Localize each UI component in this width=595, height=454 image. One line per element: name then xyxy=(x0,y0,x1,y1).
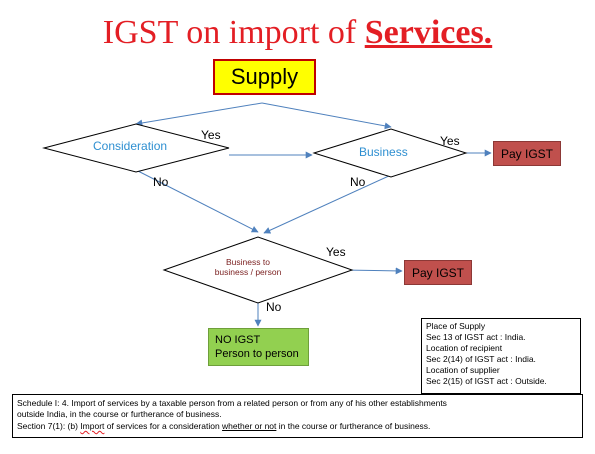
no-igst-line2: Person to person xyxy=(215,348,299,361)
schedule-line2: outside India, in the course or furthera… xyxy=(17,409,222,420)
consideration-yes-label: Yes xyxy=(201,128,221,142)
pos-line: Place of Supply xyxy=(426,321,486,331)
schedule-note: Schedule I: 4. Import of services by a t… xyxy=(12,394,583,438)
section-middle: of services for a consideration xyxy=(104,420,223,431)
arrow-supply-business xyxy=(261,102,392,130)
business-label: Business xyxy=(359,145,408,159)
arrow-supply-consideration xyxy=(135,102,263,127)
place-of-supply-box: Place of Supply Sec 13 of IGST act : Ind… xyxy=(421,318,581,394)
no-igst-line1: NO IGST xyxy=(215,334,261,346)
arrow-business-b2b xyxy=(263,174,392,234)
b2b-label-line2: business / person xyxy=(214,266,282,277)
b2b-label-line1: Business to xyxy=(226,257,270,267)
consideration-label: Consideration xyxy=(93,139,168,153)
title-prefix: IGST on import of xyxy=(102,14,365,51)
supply-box: Supply xyxy=(213,59,316,95)
arrow-consideration-b2b xyxy=(135,169,259,233)
pos-line: Location of recipient xyxy=(426,343,503,354)
schedule-line1: Schedule I: 4. Import of services by a t… xyxy=(17,398,447,408)
b2b-no-label: No xyxy=(266,300,282,314)
section-import-word: Import xyxy=(80,420,105,431)
business-diamond xyxy=(312,128,468,178)
pay-igst-box-top: Pay IGST xyxy=(493,141,561,166)
business-no-label: No xyxy=(350,175,366,189)
b2b-diamond xyxy=(162,236,354,304)
b2b-yes-label: Yes xyxy=(326,245,346,259)
pos-line: Location of supplier xyxy=(426,365,500,376)
b2b-label: Business to business / person xyxy=(205,257,291,278)
section-end: in the course or furtherance of business… xyxy=(276,420,431,431)
pay-igst-box-bottom: Pay IGST xyxy=(404,260,472,285)
consideration-no-label: No xyxy=(153,175,169,189)
pos-line: Sec 13 of IGST act : India. xyxy=(426,332,526,343)
title-emphasis: Services. xyxy=(364,14,493,51)
no-igst-box: NO IGST Person to person xyxy=(208,328,309,366)
section-whether-or-not: whether or not xyxy=(222,420,277,431)
business-yes-label: Yes xyxy=(440,134,460,148)
consideration-diamond xyxy=(42,123,230,173)
pos-line: Sec 2(15) of IGST act : Outside. xyxy=(426,376,547,387)
connectors xyxy=(135,102,492,327)
pos-line: Sec 2(14) of IGST act : India. xyxy=(426,354,536,365)
section-prefix: Section 7(1): (b) xyxy=(17,420,81,431)
section-line: Section 7(1): (b) Import of services for… xyxy=(17,421,578,432)
page-title: IGST on import of Services. xyxy=(0,14,595,52)
